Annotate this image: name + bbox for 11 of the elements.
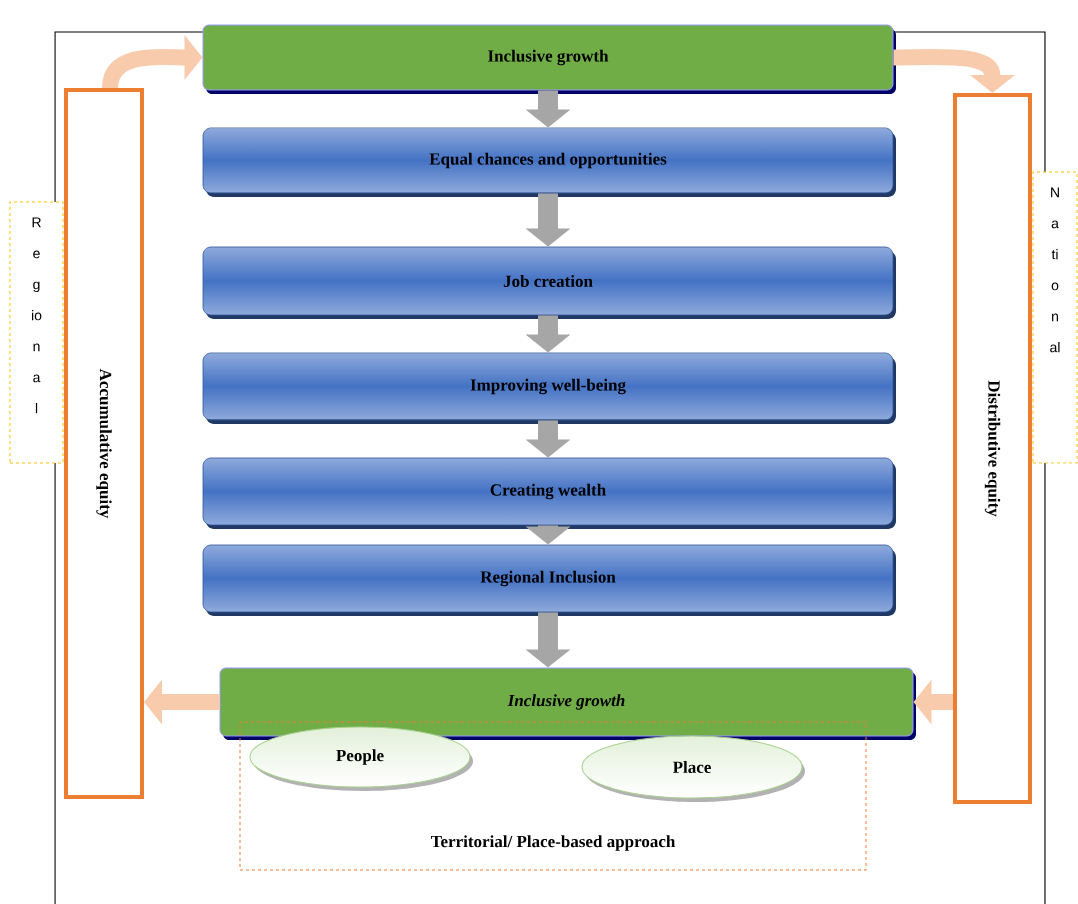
process-box: Inclusive growth xyxy=(202,24,896,94)
process-box: Job creation xyxy=(202,246,896,319)
dashed-side-box: R e g io n a l xyxy=(9,201,64,464)
process-box: Regional Inclusion xyxy=(202,544,896,616)
process-box: Inclusive growth xyxy=(219,667,916,740)
ellipse-node: Place xyxy=(581,735,805,802)
process-box: Improving well-being xyxy=(202,352,896,424)
dashed-side-box: N a ti o n al xyxy=(1032,171,1078,464)
process-box: Creating wealth xyxy=(202,457,896,529)
process-box: Equal chances and opportunities xyxy=(202,127,896,197)
ellipse-node: People xyxy=(249,726,473,791)
